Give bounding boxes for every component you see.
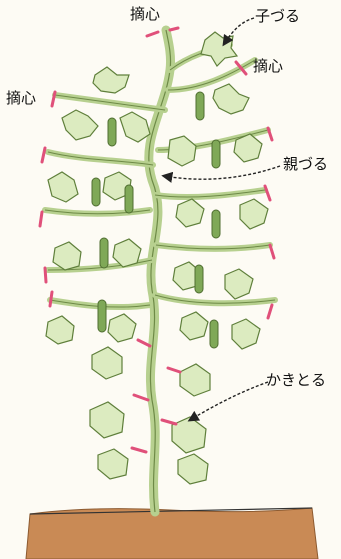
pinch-label-left: 摘心 (6, 91, 36, 106)
child-vine-label: 子づる (255, 9, 300, 24)
parent-vine (149, 30, 171, 512)
pinch-label-right: 摘心 (253, 59, 283, 74)
soil (26, 508, 318, 559)
parent-vine-label: 親づる (283, 157, 328, 172)
remove-label: かきとる (266, 373, 326, 388)
pinch-label-top: 摘心 (130, 7, 160, 22)
